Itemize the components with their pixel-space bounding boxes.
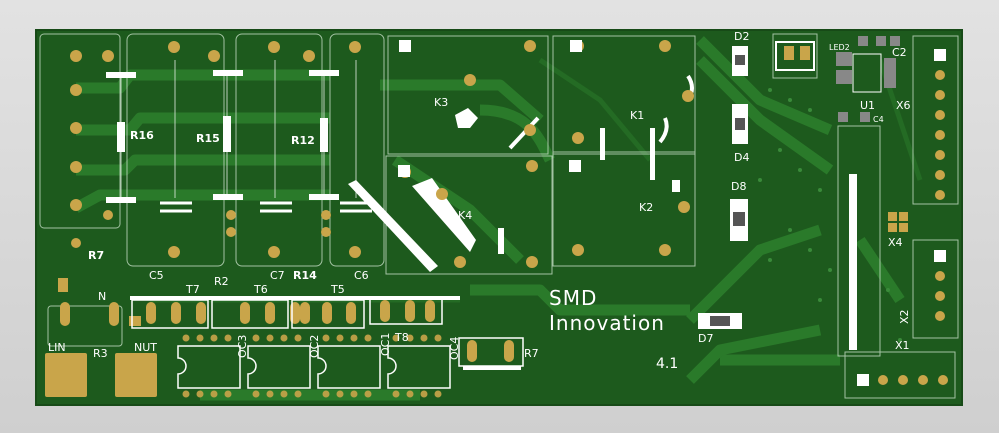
label-c7: C7 [270, 269, 285, 282]
label-r2: R2 [214, 275, 229, 288]
label-c6: C6 [354, 269, 369, 282]
label-k4: K4 [458, 209, 473, 222]
label-r14: R14 [293, 269, 317, 282]
label-led2: LED2 [829, 43, 850, 52]
label-k2: K2 [639, 201, 654, 214]
label-k3: K3 [434, 96, 449, 109]
brand-line2: Innovation [549, 311, 665, 335]
label-k1: K1 [630, 109, 645, 122]
label-d2: D2 [734, 30, 750, 43]
relay-marks [348, 108, 680, 272]
label-r15: R15 [196, 132, 220, 145]
label-t6: T6 [254, 283, 268, 296]
smd-parts [698, 36, 900, 350]
label-d4: D4 [734, 151, 750, 164]
label-oc4: OC4 [448, 336, 461, 360]
label-t8: T8 [395, 331, 409, 344]
label-u1: U1 [860, 99, 876, 112]
label-r7-right: R7 [524, 347, 539, 360]
label-r16: R16 [130, 129, 154, 142]
brand-line1: SMD [549, 286, 598, 310]
label-c4: C4 [873, 115, 884, 124]
label-x6: X6 [896, 99, 911, 112]
label-lin: LIN [48, 341, 66, 354]
through-hole-pads [45, 40, 948, 397]
label-nut: NUT [134, 341, 157, 354]
label-c2: C2 [892, 46, 907, 59]
label-x1: X1 [895, 339, 910, 352]
label-d7: D7 [698, 332, 714, 345]
version-label: 4.1 [656, 356, 679, 372]
label-t5: T5 [331, 283, 345, 296]
label-t7: T7 [186, 283, 200, 296]
optocoupler-outlines [131, 297, 524, 389]
label-oc3: OC3 [236, 334, 249, 358]
label-r12: R12 [291, 134, 315, 147]
label-x2: X2 [898, 309, 911, 324]
label-r7-left: R7 [88, 249, 105, 262]
label-c5: C5 [149, 269, 164, 282]
label-d8: D8 [731, 180, 747, 193]
label-oc2: OC2 [308, 334, 321, 358]
label-oc1: OC1 [379, 332, 392, 356]
label-r3: R3 [93, 347, 108, 360]
label-x4: X4 [888, 236, 903, 249]
board-substrate [36, 30, 962, 405]
resistor-bodies [106, 70, 339, 203]
label-n: N [98, 290, 107, 303]
